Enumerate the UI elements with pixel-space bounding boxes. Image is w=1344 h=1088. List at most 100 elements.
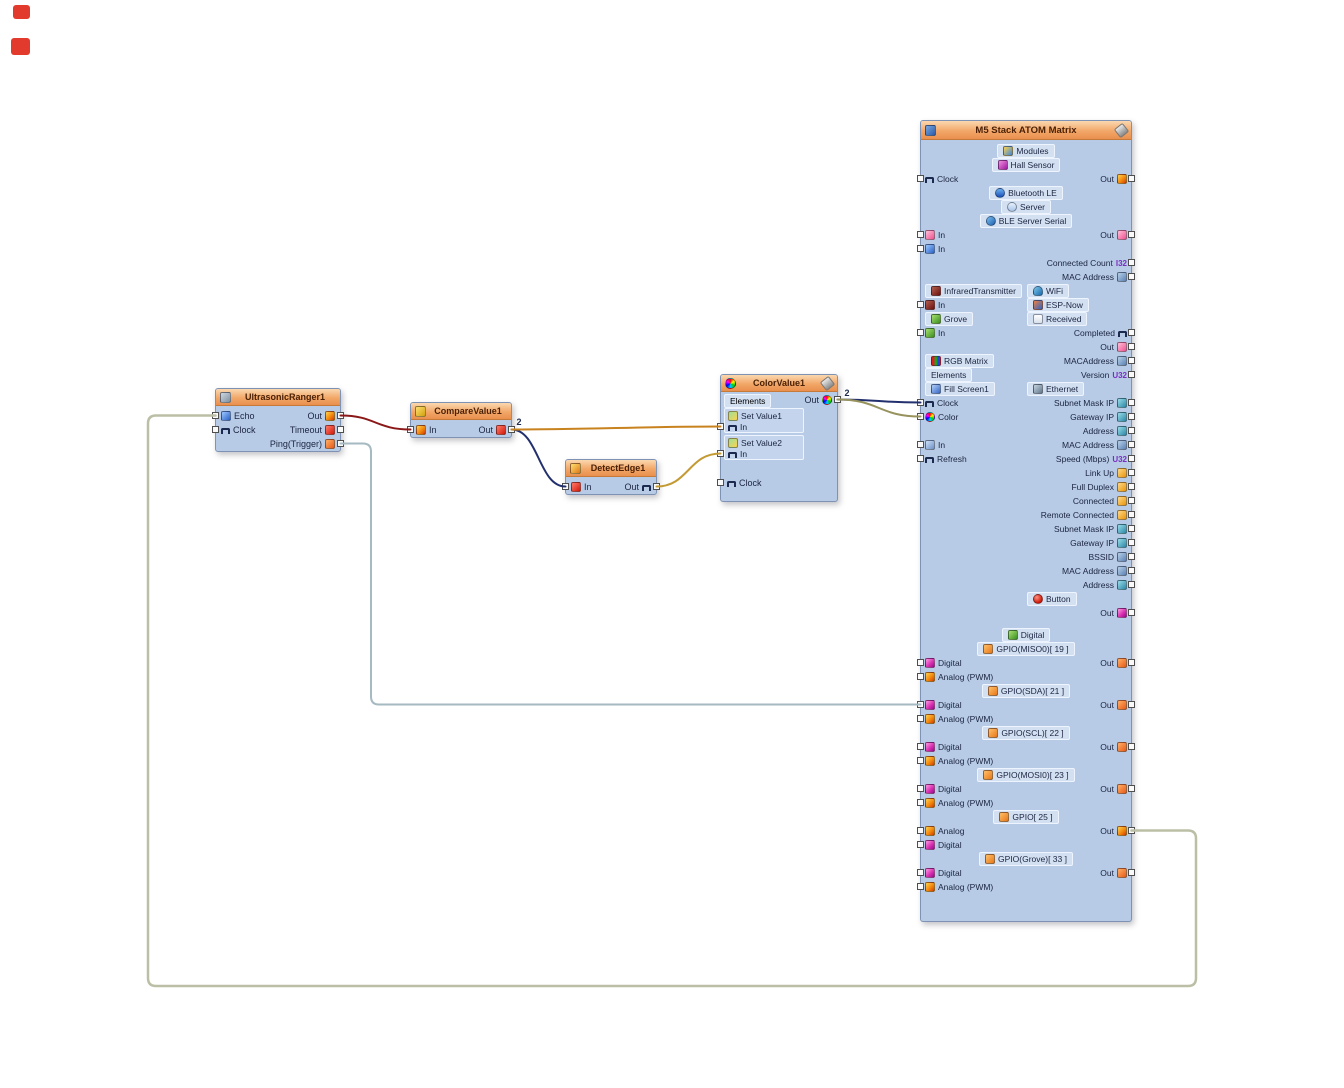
- section-header-box[interactable]: Server: [1000, 200, 1052, 214]
- pin-connector[interactable]: [212, 412, 219, 419]
- pin-connector[interactable]: [917, 329, 924, 336]
- pin-connector[interactable]: [917, 659, 924, 666]
- pin-connector[interactable]: [917, 701, 924, 708]
- section-header-box[interactable]: Received: [1027, 312, 1088, 326]
- section-header-box[interactable]: BLE Server Serial: [979, 214, 1073, 228]
- pin-connector[interactable]: [1128, 525, 1135, 532]
- pin-connector[interactable]: [337, 426, 344, 433]
- wire-ranger-out-to-compare-in[interactable]: [339, 414, 412, 431]
- section-header-box[interactable]: ESP-Now: [1027, 298, 1089, 312]
- pin-connector[interactable]: [508, 426, 515, 433]
- pin-connector[interactable]: [917, 413, 924, 420]
- pin-connector[interactable]: [917, 799, 924, 806]
- pin-connector[interactable]: [1128, 329, 1135, 336]
- pin-connector[interactable]: [337, 412, 344, 419]
- block-titlebar[interactable]: ColorValue1: [721, 375, 837, 392]
- pin-connector[interactable]: [917, 231, 924, 238]
- section-header-box[interactable]: Fill Screen1: [925, 382, 995, 396]
- pin-connector[interactable]: [717, 450, 724, 457]
- pin-connector[interactable]: [1128, 259, 1135, 266]
- pin-connector[interactable]: [917, 455, 924, 462]
- section-header-box[interactable]: WiFi: [1027, 284, 1069, 298]
- pin-connector[interactable]: [917, 399, 924, 406]
- pin-connector[interactable]: [917, 757, 924, 764]
- wire-color-out-to-fillscreen-color[interactable]: [836, 398, 922, 418]
- pin-connector[interactable]: [1128, 413, 1135, 420]
- pin-connector[interactable]: [1128, 399, 1135, 406]
- section-header-box[interactable]: Digital: [1001, 628, 1051, 642]
- section-header-box[interactable]: Grove: [925, 312, 974, 326]
- pin-connector[interactable]: [917, 715, 924, 722]
- pin-connector[interactable]: [1128, 659, 1135, 666]
- wire-color-out-to-fillscreen-clock[interactable]: [836, 398, 922, 404]
- wire-compare-out-to-detect-in[interactable]: [510, 428, 567, 488]
- pin-connector[interactable]: [1128, 175, 1135, 182]
- elements-header[interactable]: Elements: [724, 394, 772, 408]
- pin-connector[interactable]: [337, 440, 344, 447]
- pin-connector[interactable]: [212, 426, 219, 433]
- pin-connector[interactable]: [717, 479, 724, 486]
- pin-connector[interactable]: [717, 423, 724, 430]
- pin-connector[interactable]: [1128, 441, 1135, 448]
- pin-connector[interactable]: [1128, 581, 1135, 588]
- section-header-box[interactable]: Modules: [997, 144, 1055, 158]
- wire-compare-out-to-setvalue1-in[interactable]: [510, 425, 722, 431]
- section-header-box[interactable]: RGB Matrix: [925, 354, 994, 368]
- wrench-icon[interactable]: [819, 375, 836, 391]
- pin-connector[interactable]: [917, 883, 924, 890]
- section-header-box[interactable]: GPIO[ 25 ]: [993, 810, 1059, 824]
- pin-connector[interactable]: [834, 396, 841, 403]
- section-header-box[interactable]: GPIO(MOSI0)[ 23 ]: [977, 768, 1075, 782]
- block-titlebar[interactable]: CompareValue1: [411, 403, 511, 420]
- pin-connector[interactable]: [1128, 497, 1135, 504]
- pin-connector[interactable]: [917, 785, 924, 792]
- pin-connector[interactable]: [1128, 273, 1135, 280]
- pin-connector[interactable]: [917, 301, 924, 308]
- pin-connector[interactable]: [917, 245, 924, 252]
- pin-connector[interactable]: [1128, 827, 1135, 834]
- section-header-box[interactable]: Elements: [925, 368, 973, 382]
- pin-connector[interactable]: [1128, 455, 1135, 462]
- section-header-box[interactable]: Bluetooth LE: [989, 186, 1063, 200]
- wrench-icon[interactable]: [1113, 122, 1130, 138]
- pin-connector[interactable]: [1128, 539, 1135, 546]
- pin-connector[interactable]: [1128, 231, 1135, 238]
- pin-connector[interactable]: [1128, 553, 1135, 560]
- block-titlebar[interactable]: UltrasonicRanger1: [216, 389, 340, 406]
- pin-connector[interactable]: [1128, 567, 1135, 574]
- block-titlebar[interactable]: M5 Stack ATOM Matrix: [921, 121, 1131, 140]
- pin-connector[interactable]: [1128, 785, 1135, 792]
- pin-connector[interactable]: [1128, 483, 1135, 490]
- pin-connector[interactable]: [1128, 357, 1135, 364]
- block-titlebar[interactable]: DetectEdge1: [566, 460, 656, 477]
- section-header-box[interactable]: Button: [1027, 592, 1077, 606]
- pin-connector[interactable]: [917, 743, 924, 750]
- pin-connector[interactable]: [407, 426, 414, 433]
- section-header-box[interactable]: Hall Sensor: [991, 158, 1061, 172]
- pin-connector[interactable]: [917, 673, 924, 680]
- section-header-box[interactable]: GPIO(MISO0)[ 19 ]: [977, 642, 1075, 656]
- pin-connector[interactable]: [562, 483, 569, 490]
- pin-connector[interactable]: [1128, 427, 1135, 434]
- pin-connector[interactable]: [917, 827, 924, 834]
- pin-connector[interactable]: [917, 175, 924, 182]
- pin-connector[interactable]: [917, 869, 924, 876]
- pin-connector[interactable]: [1128, 609, 1135, 616]
- pin-connector[interactable]: [1128, 371, 1135, 378]
- pin-connector[interactable]: [1128, 743, 1135, 750]
- section-header-box[interactable]: GPIO(Grove)[ 33 ]: [979, 852, 1073, 866]
- pin-connector[interactable]: [1128, 701, 1135, 708]
- pin-connector[interactable]: [1128, 511, 1135, 518]
- section-header-box[interactable]: InfraredTransmitter: [925, 284, 1022, 298]
- pin-connector[interactable]: [1128, 343, 1135, 350]
- section-header-box[interactable]: Ethernet: [1027, 382, 1085, 396]
- section-header-box[interactable]: GPIO(SCL)[ 22 ]: [982, 726, 1070, 740]
